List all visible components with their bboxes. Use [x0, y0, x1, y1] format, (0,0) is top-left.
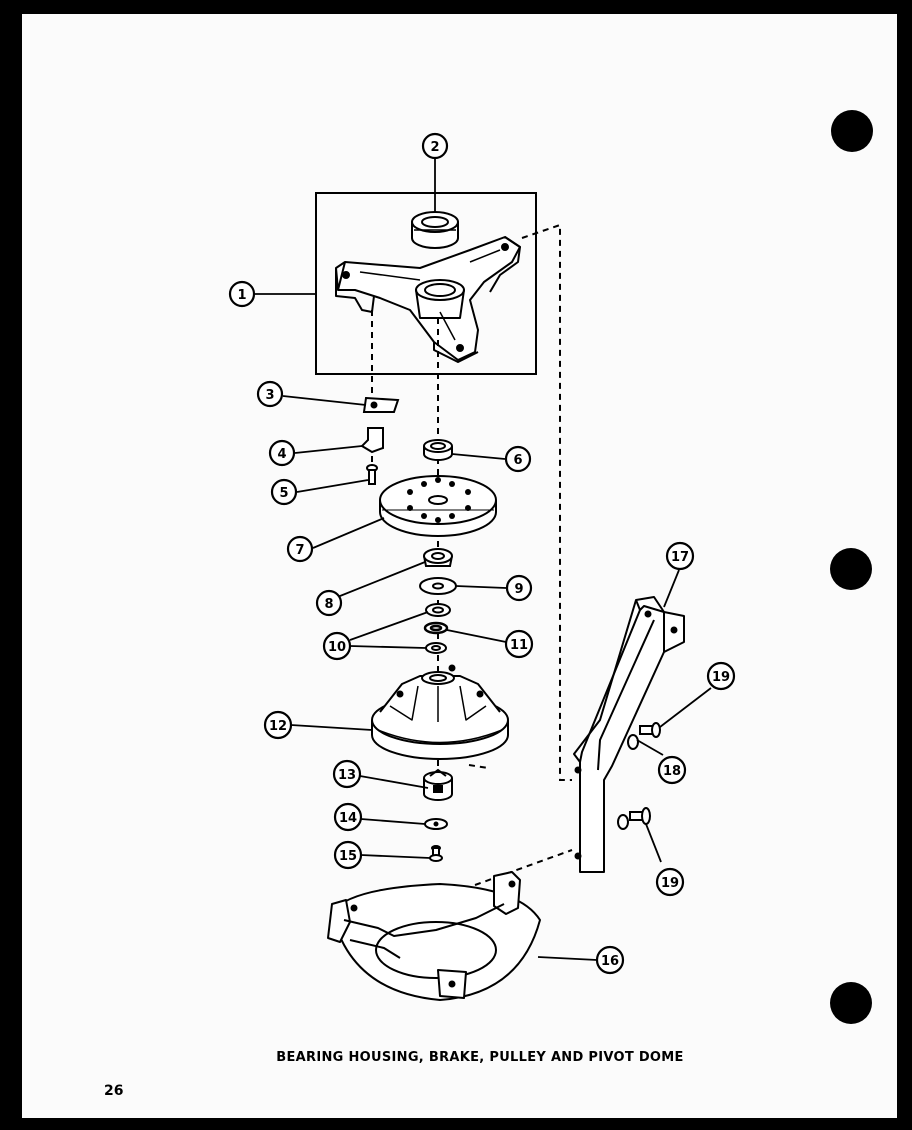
- callout-19-lower: 19: [655, 867, 685, 897]
- svg-text:19: 19: [661, 876, 679, 891]
- leader-lines: [255, 158, 712, 961]
- callout-9: 9: [505, 574, 533, 602]
- callouts: 2 1 3 4 5 6 7: [228, 132, 736, 975]
- washer-part-10-lower: [425, 642, 447, 654]
- binder-hole-top: [831, 110, 873, 152]
- callout-18: 18: [657, 755, 687, 785]
- bolt-part-19-lower: [629, 807, 651, 825]
- callout-16: 16: [595, 945, 625, 975]
- svg-text:6: 6: [513, 453, 522, 468]
- page-number: 26: [104, 1083, 124, 1099]
- svg-text:13: 13: [338, 768, 356, 783]
- svg-text:8: 8: [324, 597, 333, 612]
- bolt-part-19-upper: [639, 722, 661, 738]
- callout-2: 2: [421, 132, 449, 160]
- svg-text:17: 17: [671, 550, 689, 565]
- callout-12: 12: [263, 710, 293, 740]
- svg-text:12: 12: [269, 719, 287, 734]
- bearing-housing-part-1: [335, 236, 521, 363]
- callout-15: 15: [333, 840, 363, 870]
- svg-text:10: 10: [328, 640, 346, 655]
- callout-11: 11: [504, 629, 534, 659]
- svg-text:1: 1: [237, 288, 246, 303]
- nut-part-8: [423, 548, 453, 567]
- svg-text:18: 18: [663, 764, 681, 779]
- callout-4: 4: [268, 439, 296, 467]
- bearing-part-2: [411, 211, 459, 249]
- callout-14: 14: [333, 802, 363, 832]
- washer-part-18-upper: [627, 734, 639, 750]
- washer-part-18-lower: [617, 814, 629, 830]
- callout-3: 3: [256, 380, 284, 408]
- svg-text:9: 9: [514, 582, 523, 597]
- washer-part-10-upper: [425, 603, 451, 617]
- svg-text:19: 19: [712, 670, 730, 685]
- coupling-part-13: [423, 768, 453, 801]
- callout-19-upper: 19: [706, 661, 736, 691]
- screw-part-5: [366, 464, 378, 485]
- callout-8: 8: [315, 589, 343, 617]
- washer-part-9: [419, 577, 457, 595]
- callout-5: 5: [270, 478, 298, 506]
- washer-part-14: [424, 818, 448, 830]
- svg-text:7: 7: [295, 543, 304, 558]
- callout-10: 10: [322, 631, 352, 661]
- svg-text:11: 11: [510, 638, 528, 653]
- clip-part-3: [362, 396, 400, 413]
- ring-part-11: [423, 621, 449, 635]
- bearing-part-6: [423, 439, 453, 461]
- callout-1: 1: [228, 280, 256, 308]
- svg-text:3: 3: [265, 388, 274, 403]
- svg-text:14: 14: [339, 811, 357, 826]
- binder-hole-bottom: [830, 982, 872, 1024]
- pivot-dome-part-16: [327, 871, 541, 1001]
- svg-text:4: 4: [277, 447, 286, 462]
- svg-text:15: 15: [339, 849, 357, 864]
- screw-part-15: [429, 845, 443, 862]
- callout-7: 7: [286, 535, 314, 563]
- callout-6: 6: [504, 445, 532, 473]
- diagram-caption: BEARING HOUSING, BRAKE, PULLEY AND PIVOT…: [276, 1050, 684, 1065]
- bracket-part-4: [360, 427, 384, 454]
- callout-17: 17: [665, 541, 695, 571]
- assembly-box: [315, 192, 537, 375]
- svg-text:5: 5: [279, 486, 288, 501]
- svg-text:16: 16: [601, 954, 619, 969]
- svg-text:2: 2: [430, 140, 439, 155]
- brake-drum-part-12: [371, 664, 509, 760]
- binder-hole-middle: [830, 548, 872, 590]
- support-bracket-part-17: [573, 596, 685, 873]
- callout-13: 13: [332, 759, 362, 789]
- brake-pulley-part-7: [379, 475, 497, 537]
